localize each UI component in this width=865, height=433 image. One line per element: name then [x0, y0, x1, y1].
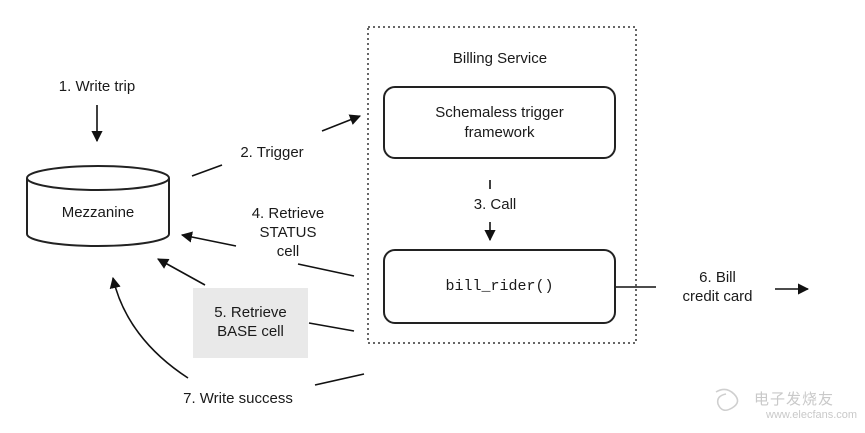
- retrieve-status-arrow-tail: [297, 263, 355, 277]
- retrieve-base-arrow: [157, 258, 206, 286]
- watermark-url: www.elecfans.com: [766, 409, 858, 421]
- retrieve-base-highlight: [193, 288, 308, 358]
- trigger-framework-label: Schemaless trigger framework: [435, 103, 564, 141]
- mezzanine-label: Mezzanine: [61, 204, 135, 221]
- retrieve-status-arrow: [180, 231, 237, 247]
- write-success-label: 7. Write success: [183, 390, 293, 407]
- bill-rider-label: bill_rider(): [445, 277, 554, 295]
- bill-rider-box: bill_rider(): [383, 249, 616, 324]
- retrieve-base-label: 5. Retrieve BASE cell: [214, 304, 287, 340]
- trigger-arrow-tail: [191, 164, 223, 177]
- billing-service-title: Billing Service: [452, 50, 548, 67]
- mezzanine-cylinder: [26, 165, 170, 247]
- billing-service-boundary: [367, 26, 637, 344]
- retrieve-status-label: 4. Retrieve STATUS cell: [251, 205, 325, 260]
- trigger-label: 2. Trigger: [240, 144, 304, 161]
- write-trip-label: 1. Write trip: [58, 78, 136, 95]
- call-label: 3. Call: [473, 196, 517, 213]
- write-success-tail: [314, 373, 365, 386]
- watermark-logo: [715, 388, 739, 412]
- retrieve-base-arrow-tail: [308, 322, 355, 332]
- trigger-framework-box: Schemaless trigger framework: [383, 86, 616, 159]
- trigger-arrow: [321, 114, 362, 132]
- bill-card-label: 6. Bill credit card: [682, 269, 753, 305]
- watermark-text: 电子发烧友: [754, 391, 835, 408]
- write-success-curve: [109, 276, 189, 379]
